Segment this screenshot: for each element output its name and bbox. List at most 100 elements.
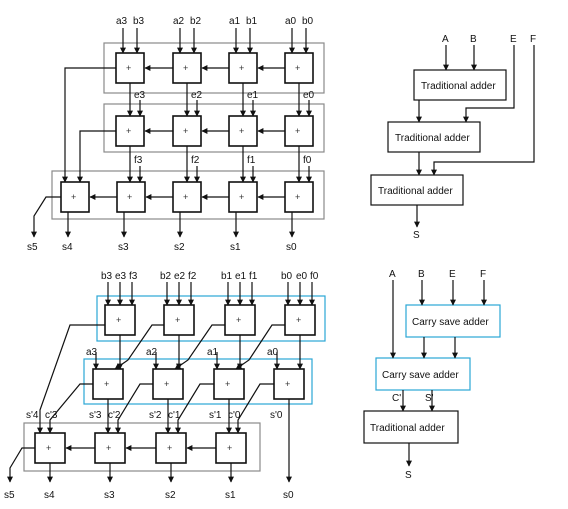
csa-block-2-label: Carry save adder [382,370,459,381]
label-c3-prime: c'3 [45,410,58,421]
plus-final-3: + [106,443,111,453]
bottom-right-labels: A B E F Carry save adder Carry save adde… [370,269,489,481]
plus-csa1-0: + [296,315,301,325]
label-c0-prime: c'0 [228,410,241,421]
label-F2: F [480,269,486,280]
plus-csa1-3: + [116,315,121,325]
label-s2-prime: s'2 [149,410,162,421]
trad-adder-1-label: Traditional adder [421,81,496,92]
top-right-labels: A B E F Traditional adder Traditional ad… [378,34,536,241]
plus-r1-1: + [239,63,244,73]
plus-r3-1: + [239,192,244,202]
label-S-prime: S' [425,393,434,404]
label-a0: a0 [267,347,279,358]
label-e0: e0 [303,90,315,101]
label-e2: e2 [174,271,186,282]
label-b2: b2 [190,16,202,27]
row2-frame [103,103,325,153]
label-s3-prime: s'3 [89,410,102,421]
label-B2: B [418,269,425,280]
trad-adder-3-label: Traditional adder [378,186,453,197]
plus-r1-0: + [295,63,300,73]
label-f1: f1 [247,155,256,166]
plus-r1-3: + [126,63,131,73]
label-f2: f2 [191,155,200,166]
plus-r3-4: + [71,192,76,202]
label-e1: e1 [235,271,247,282]
plus-r2-0: + [295,126,300,136]
final-row-frame [23,422,261,472]
label-s5: s5 [4,490,15,501]
trad-adder-final [363,410,459,444]
label-F: F [530,34,536,45]
label-A2: A [389,269,396,280]
plus-csa1-2: + [175,315,180,325]
label-e2: e2 [191,90,203,101]
label-c1-prime: c'1 [168,410,181,421]
label-a2: a2 [146,347,158,358]
top-right-cascade [370,45,535,228]
label-E: E [510,34,517,45]
label-s0: s0 [286,242,297,253]
label-b1: b1 [246,16,258,27]
label-s0: s0 [283,490,294,501]
csa-row2-frame [83,358,313,405]
label-f3: f3 [129,271,138,282]
bottom-right-csa-cascade [363,280,501,467]
label-E2: E [449,269,456,280]
label-b1: b1 [221,271,233,282]
label-s0-prime: s'0 [270,410,283,421]
label-c2-prime: c'2 [108,410,121,421]
label-f0: f0 [303,155,312,166]
label-b2: b2 [160,271,172,282]
plus-final-1: + [227,443,232,453]
bottom-left-labels: b3 e3 f3 b2 e2 f2 b1 e1 f1 b0 e0 f0 + + … [4,271,319,501]
plus-r3-3: + [127,192,132,202]
plus-r2-1: + [239,126,244,136]
plus-final-2: + [167,443,172,453]
plus-csa2-0: + [285,379,290,389]
label-a3: a3 [86,347,98,358]
label-s2: s2 [174,242,185,253]
label-f0: f0 [310,271,319,282]
plus-r3-2: + [183,192,188,202]
label-s1: s1 [225,490,236,501]
label-e1: e1 [247,90,259,101]
label-s3: s3 [118,242,129,253]
trad-adder-2-label: Traditional adder [395,133,470,144]
label-s4-prime: s'4 [26,410,39,421]
label-b0: b0 [281,271,293,282]
trad-adder-1 [413,69,507,101]
plus-r2-3: + [126,126,131,136]
plus-csa2-1: + [225,379,230,389]
label-S: S [413,230,420,241]
plus-csa2-3: + [104,379,109,389]
label-a1: a1 [229,16,241,27]
label-f3: f3 [134,155,143,166]
label-f2: f2 [188,271,197,282]
label-b0: b0 [302,16,314,27]
label-a3: a3 [116,16,128,27]
label-s5: s5 [27,242,38,253]
label-e3: e3 [115,271,127,282]
label-a2: a2 [173,16,185,27]
plus-r3-0: + [295,192,300,202]
trad-adder-2 [387,121,481,153]
label-s2: s2 [165,490,176,501]
label-e0: e0 [296,271,308,282]
label-s1-prime: s'1 [209,410,222,421]
label-s4: s4 [44,490,55,501]
label-B: B [470,34,477,45]
label-b3: b3 [133,16,145,27]
trad-adder-final-label: Traditional adder [370,423,445,434]
plus-csa1-1: + [236,315,241,325]
plus-r1-2: + [183,63,188,73]
label-A: A [442,34,449,45]
label-S2: S [405,470,412,481]
label-C-prime: C' [392,393,401,404]
plus-r2-2: + [183,126,188,136]
plus-csa2-2: + [164,379,169,389]
label-a0: a0 [285,16,297,27]
